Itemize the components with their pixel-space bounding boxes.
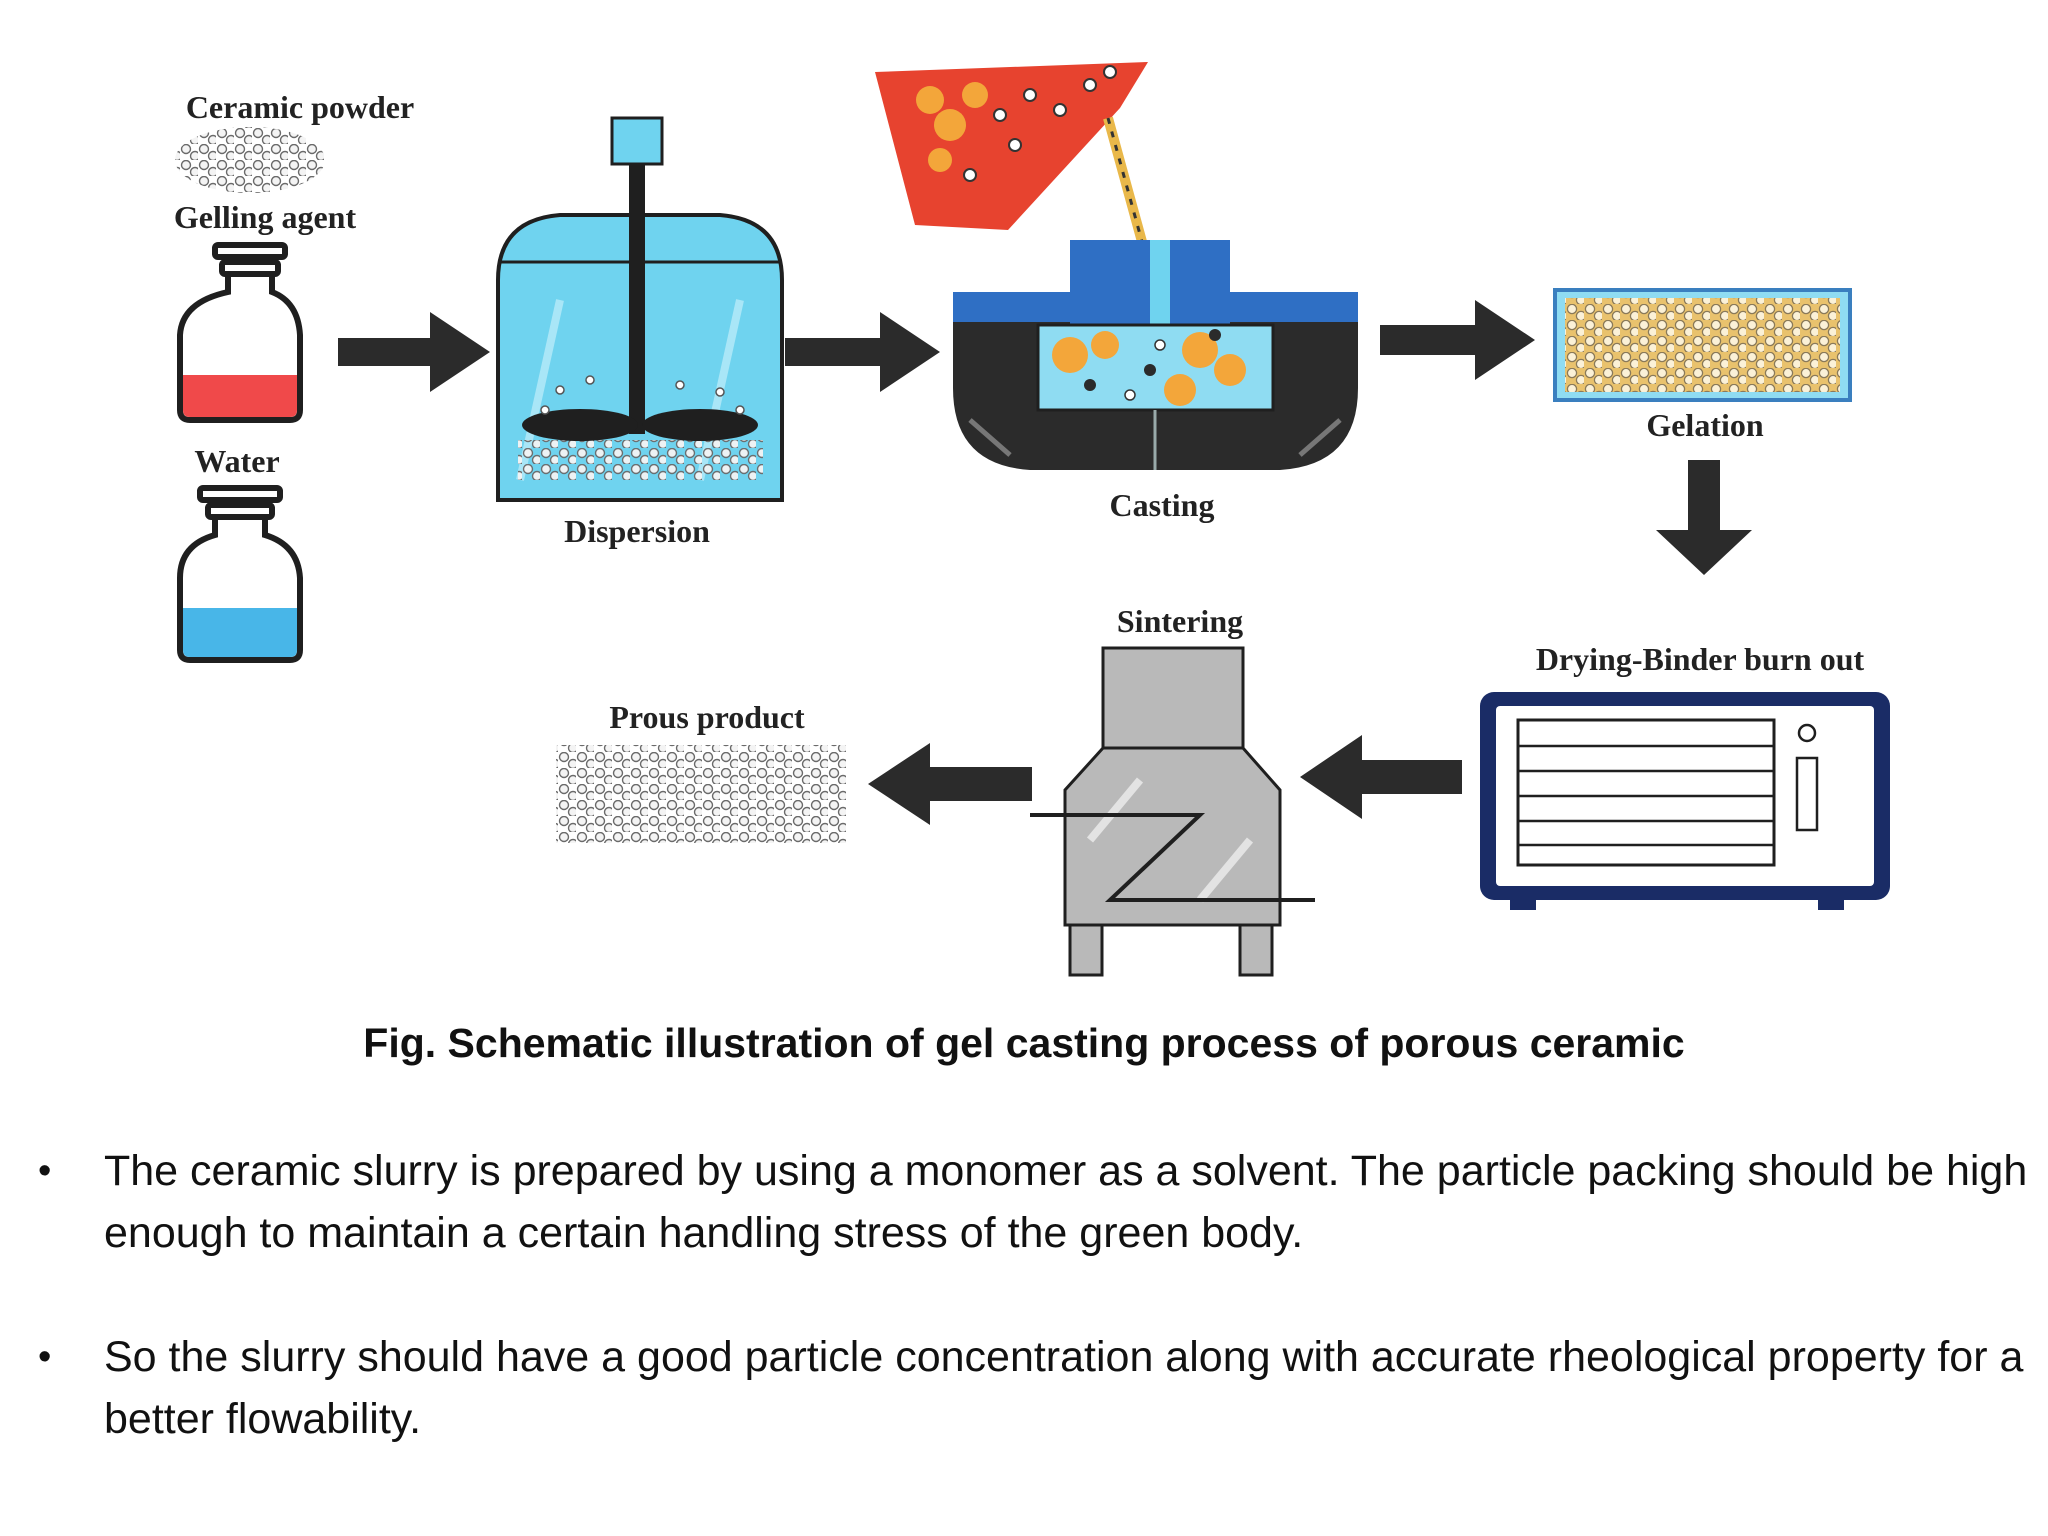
- label-gelation: Gelation: [1646, 407, 1764, 443]
- bullet-item: • So the slurry should have a good parti…: [38, 1326, 2028, 1450]
- bullet-text: So the slurry should have a good particl…: [104, 1333, 2024, 1443]
- arrow-to-casting: [785, 312, 940, 392]
- pouring-beaker-icon: [875, 62, 1163, 302]
- sintering-furnace-icon: [1030, 646, 1315, 977]
- casting-mold-icon: [953, 240, 1358, 470]
- label-water: Water: [194, 443, 279, 479]
- label-porous-product: Prous product: [609, 699, 805, 735]
- label-dispersion: Dispersion: [564, 513, 710, 549]
- drying-oven-icon: [1480, 692, 1890, 910]
- label-casting: Casting: [1110, 487, 1215, 523]
- water-bottle-icon: [177, 485, 303, 663]
- arrow-to-drying: [1656, 460, 1752, 575]
- label-drying: Drying-Binder burn out: [1536, 641, 1865, 677]
- bullet-marker: •: [38, 1336, 52, 1378]
- dispersion-tank-icon: [496, 116, 784, 502]
- gelation-block-icon: [1553, 288, 1852, 402]
- ceramic-powder-icon: [175, 127, 325, 193]
- porous-product-icon: [556, 745, 846, 843]
- bullet-item: • The ceramic slurry is prepared by usin…: [38, 1140, 2028, 1264]
- label-ceramic-powder: Ceramic powder: [186, 89, 414, 125]
- bullet-text: The ceramic slurry is prepared by using …: [104, 1147, 2028, 1257]
- bullet-marker: •: [38, 1150, 52, 1192]
- arrow-to-gelation: [1380, 300, 1535, 380]
- figure-caption: Fig. Schematic illustration of gel casti…: [363, 1020, 1685, 1066]
- arrow-to-sintering: [1300, 735, 1462, 819]
- label-gelling-agent: Gelling agent: [174, 199, 357, 235]
- arrow-to-product: [868, 743, 1032, 825]
- label-sintering: Sintering: [1117, 603, 1243, 639]
- process-diagram: Ceramic powder Gelling agent Water: [174, 62, 1890, 977]
- gelling-agent-bottle-icon: [177, 242, 303, 423]
- bullet-list: • The ceramic slurry is prepared by usin…: [38, 1140, 2028, 1512]
- arrow-to-dispersion: [338, 312, 490, 392]
